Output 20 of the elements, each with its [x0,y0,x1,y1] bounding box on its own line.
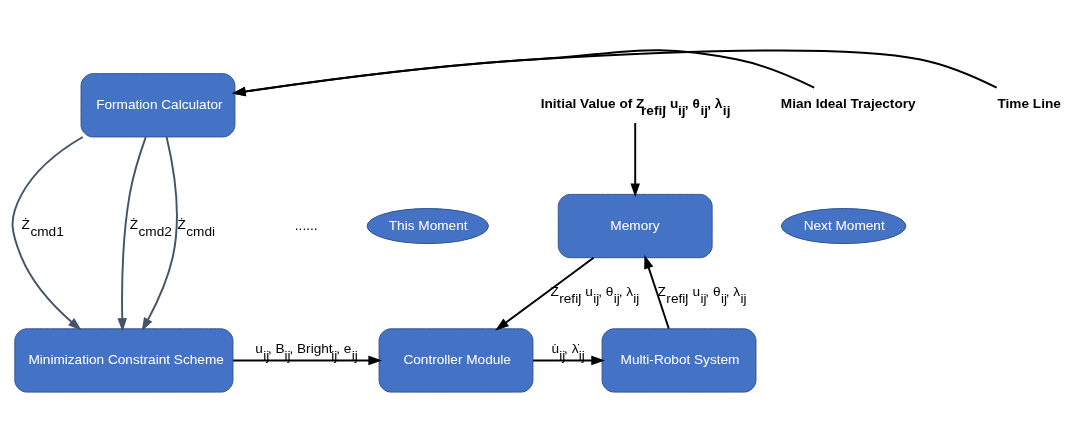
node-box: Memory [557,193,713,258]
node-box: Minimization Constraint Scheme [14,327,234,393]
arrow [644,254,670,329]
arrow [117,135,147,332]
arrow [11,135,84,331]
node-box: Controller Module [378,327,534,393]
arrow [495,256,595,330]
node-ellipse: Next Moment [780,207,907,244]
node-text: Time Line [997,95,1061,111]
node-text: Mian Ideal Trajectory [780,95,916,111]
node-box: Multi-Robot System [601,327,757,393]
node-ellipse: This Moment [366,207,489,244]
arrow [232,355,382,365]
arrow [141,135,178,331]
arrow [532,355,605,365]
arrow [232,48,816,96]
arrow [630,121,640,197]
node-box: Formation Calculator [80,72,236,137]
arrow [232,49,998,96]
label: ...... [294,217,318,233]
